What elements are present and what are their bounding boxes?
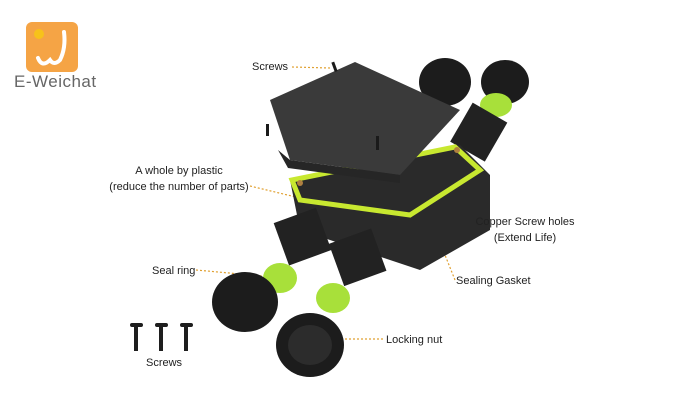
label-plastic-subtitle: (reduce the number of parts) (109, 181, 249, 193)
label-locking-nut: Locking nut (386, 334, 443, 346)
lower-cable-glands (212, 207, 387, 377)
label-copper-subtitle: (Extend Life) (493, 232, 557, 244)
top-cable-glands (419, 58, 529, 162)
lid-screws (266, 61, 379, 150)
label-screws-top: Screws (252, 61, 289, 73)
loose-screws (130, 323, 193, 351)
label-seal-ring: Seal ring (152, 265, 196, 277)
label-screws-bottom: Screws (146, 357, 183, 369)
box-body (288, 144, 490, 270)
lid (270, 62, 460, 183)
brand-logo-text: E-Weichat (14, 72, 97, 91)
logo-mark-icon (34, 29, 67, 66)
label-copper-title: Copper Screw holes (475, 216, 575, 228)
label-plastic-title: A whole by plastic (135, 165, 223, 177)
label-sealing-gasket: Sealing Gasket (456, 275, 531, 287)
brand-logo (26, 22, 78, 72)
